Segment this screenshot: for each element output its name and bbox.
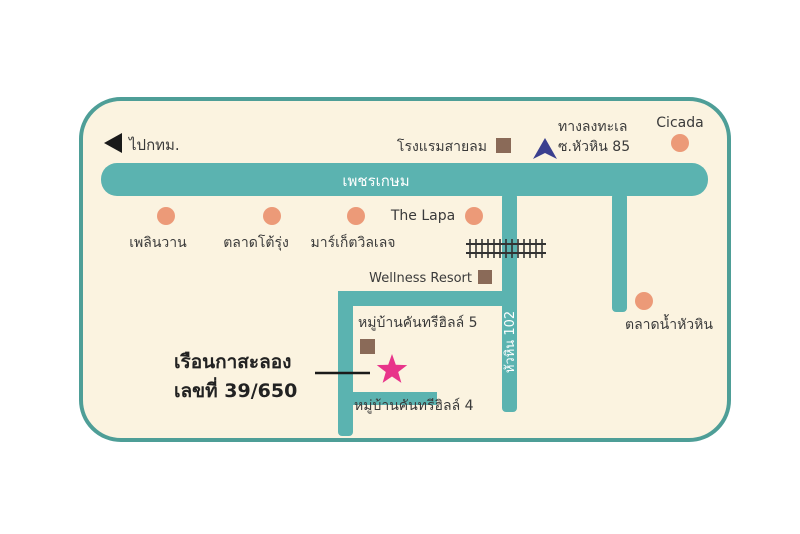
- label-plearnwan: เพลินวาน: [129, 235, 187, 251]
- label-house-name: เรือนกาสะลอง: [174, 351, 291, 373]
- wellness-building-icon: [478, 270, 492, 284]
- label-beach-access-2: ซ.หัวหิน 85: [558, 139, 630, 155]
- poi-dot-plearnwan: [157, 207, 175, 225]
- poi-dot-nam-market: [635, 292, 653, 310]
- house-star-icon: [376, 354, 408, 383]
- road-east-branch: [612, 193, 627, 312]
- label-wellness-resort: Wellness Resort: [369, 271, 472, 286]
- road-village-4-lane: [338, 392, 437, 405]
- north-arrow-icon: [533, 138, 557, 159]
- railway-track: [466, 239, 546, 258]
- label-road-phetkasem: เพชรเกษม: [342, 172, 409, 190]
- poi-dot-cicada: [671, 134, 689, 152]
- label-village-5: หมู่บ้านคันทรีฮิลล์ 5: [358, 314, 478, 331]
- label-beach-access-1: ทางลงทะเล: [558, 119, 627, 135]
- label-to-bangkok: ไปกทม.: [128, 136, 180, 154]
- label-village-4: หมู่บ้านคันทรีฮิลล์ 4: [354, 397, 474, 414]
- label-hotel: โรงแรมสายลม: [397, 138, 487, 155]
- hotel-building-icon: [496, 138, 511, 153]
- road-village-connector: [338, 291, 510, 306]
- label-market-village: มาร์เก็ตวิลเลจ: [311, 233, 396, 251]
- village-building-icon: [360, 339, 375, 354]
- label-the-lapa: The Lapa: [390, 208, 455, 224]
- road-phetkasem: [101, 163, 708, 196]
- left-arrow-icon: [104, 133, 122, 153]
- label-road-huahin-102: หัวหิน 102: [503, 311, 518, 373]
- poi-dot-talad-tairung: [263, 207, 281, 225]
- label-nam-market: ตลาดน้ำหัวหิน: [625, 314, 713, 333]
- poi-dot-market-village: [347, 207, 365, 225]
- label-talad-tairung: ตลาดโต้รุ่ง: [223, 234, 289, 251]
- poi-dot-the-lapa: [465, 207, 483, 225]
- label-house-number: เลขที่ 39/650: [174, 377, 297, 402]
- road-village-vertical: [338, 291, 353, 436]
- label-cicada: Cicada: [656, 115, 703, 131]
